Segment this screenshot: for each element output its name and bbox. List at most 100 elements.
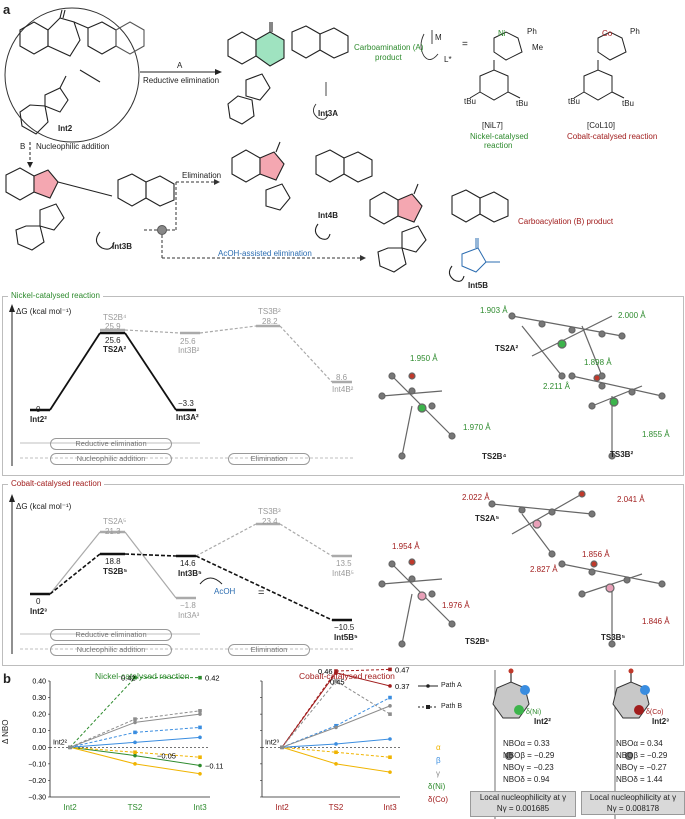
series-point xyxy=(198,755,202,760)
series-segment xyxy=(281,746,337,765)
series-segment xyxy=(281,680,337,748)
ni-state-value-int2: 0 xyxy=(36,405,41,414)
branch-node xyxy=(157,225,167,235)
series-segment xyxy=(335,763,391,773)
int5b-structure xyxy=(369,183,509,282)
series-point xyxy=(133,762,137,766)
legend-path-a: Path A xyxy=(441,682,462,689)
chart-annotation: 0.47 xyxy=(395,665,410,674)
chart-ytick-label: 0.10 xyxy=(32,728,46,735)
int3b-structure xyxy=(5,167,175,251)
nbo-co-row-d: NBOδ = 1.44 xyxy=(616,775,663,784)
series-point xyxy=(334,669,338,673)
series-point xyxy=(198,763,202,768)
series-segment xyxy=(281,726,337,748)
ni-axis-label: ΔG (kcal mol⁻¹) xyxy=(16,307,72,316)
ni-struct-ts3b: TS3B² xyxy=(610,450,634,459)
series-point xyxy=(133,730,137,735)
col10-metal: Co xyxy=(602,29,613,38)
chart-0-category-label: TS2 xyxy=(128,803,143,812)
co-state-name-int4b: Int4B⁵ xyxy=(332,569,354,578)
series-segment xyxy=(281,746,337,753)
series-point xyxy=(388,755,392,760)
series-point xyxy=(388,684,392,688)
series-segment xyxy=(69,746,136,765)
acoh-assisted-label: AcOH-assisted elimination xyxy=(218,249,312,258)
arrow-a-label: A xyxy=(177,61,183,70)
series-point xyxy=(334,679,338,683)
co-acoh-label: AcOH xyxy=(214,587,236,596)
nucleophilic-addition-label: Nucleophilic addition xyxy=(36,142,110,151)
co-dist-3: 2.827 Å xyxy=(530,565,558,574)
nbo-ni-box-line1: Local nucleophilicity at γ xyxy=(479,793,567,802)
int4b-label: Int4B xyxy=(318,211,338,220)
series-point xyxy=(68,745,72,750)
chart-annotation: 0.45 xyxy=(330,678,345,687)
ni-pill-elimination: Elimination xyxy=(228,453,310,465)
chart-0-origin-label: Int2² xyxy=(53,739,68,746)
ni-state-value-ts3b: 28.2 xyxy=(262,317,278,326)
co-pill-nucleophilic: Nucleophilic addition xyxy=(50,644,172,656)
ni-ts2b-model xyxy=(378,372,456,460)
series-segment xyxy=(335,697,391,727)
ni-ts3b-model xyxy=(568,372,666,460)
nickel-reaction-label: reaction xyxy=(484,141,513,150)
series-segment xyxy=(335,680,391,715)
nickel-profile-panel xyxy=(2,296,684,476)
series-segment xyxy=(335,668,391,672)
series-segment xyxy=(335,738,391,745)
series-segment xyxy=(69,746,136,757)
ni-state-name-ts3b: TS3B² xyxy=(258,307,281,316)
series-point xyxy=(388,695,392,700)
legend-delta-co: δ(Co) xyxy=(428,795,449,804)
chart-ytick-label: −0.20 xyxy=(28,778,46,785)
series-point xyxy=(388,704,392,708)
nbo-co-box-line1: Local nucleophilicity at γ xyxy=(589,793,677,802)
co-pill-reductive: Reductive elimination xyxy=(50,629,172,641)
chart-ytick-label: 0.30 xyxy=(32,695,46,702)
nil7-structure xyxy=(469,31,523,101)
co-dist-4: 1.954 Å xyxy=(392,542,420,551)
series-segment xyxy=(69,746,136,753)
ni-state-name-ts2a: TS2A² xyxy=(103,345,127,354)
co-equals: = xyxy=(258,587,265,599)
co-state-value-int3a: −1.8 xyxy=(180,601,196,610)
cobalt-profile-panel xyxy=(2,484,684,666)
col10-tbu-2: tBu xyxy=(622,99,635,108)
chart-annotation: 0.42 xyxy=(205,674,220,683)
int2-circle xyxy=(4,7,140,143)
ni-chart-title: Nickel-catalysed reaction xyxy=(95,671,190,681)
nbo-ni-label: Int2² xyxy=(534,717,551,726)
legend-alpha: α xyxy=(436,743,441,752)
chart-1-category-label: TS2 xyxy=(329,803,344,812)
co-ts2b-model xyxy=(378,558,456,648)
carboamination-product-label: product xyxy=(375,53,402,62)
nbo-ni-box-line2: Nγ = 0.001685 xyxy=(496,804,550,813)
legend-l: L* xyxy=(444,55,452,64)
co-struct-ts3b: TS3B⁵ xyxy=(601,633,626,642)
ni-ts2a-model xyxy=(508,312,626,380)
col10-tbu-1: tBu xyxy=(568,97,581,106)
ni-dist-6: 1.898 Å xyxy=(584,358,612,367)
series-segment xyxy=(134,710,201,720)
series-point xyxy=(334,762,338,766)
panel-label-a: a xyxy=(3,2,11,17)
series-point xyxy=(198,772,202,776)
co-state-value-ts2a: 21.3 xyxy=(105,527,121,536)
series-segment xyxy=(335,705,391,728)
series-point xyxy=(133,717,137,721)
co-state-name-ts2a: TS2A⁵ xyxy=(103,517,127,526)
nbo-co-box-line2: Nγ = 0.008178 xyxy=(606,804,660,813)
legend-m: M xyxy=(435,33,442,42)
chart-1-category-label: Int2 xyxy=(275,803,289,812)
series-segment xyxy=(281,670,337,748)
chart-ytick-label: −0.30 xyxy=(28,795,46,802)
series-segment xyxy=(69,721,136,748)
nickel-catalysed-label: Nickel-catalysed xyxy=(470,132,529,141)
arrow-b-label: B xyxy=(20,142,26,151)
series-segment xyxy=(134,763,201,775)
nbo-co-molecule xyxy=(612,668,650,819)
ni-state-name-int3b: Int3B² xyxy=(178,346,200,355)
ni-dist-2: 2.000 Å xyxy=(618,311,646,320)
